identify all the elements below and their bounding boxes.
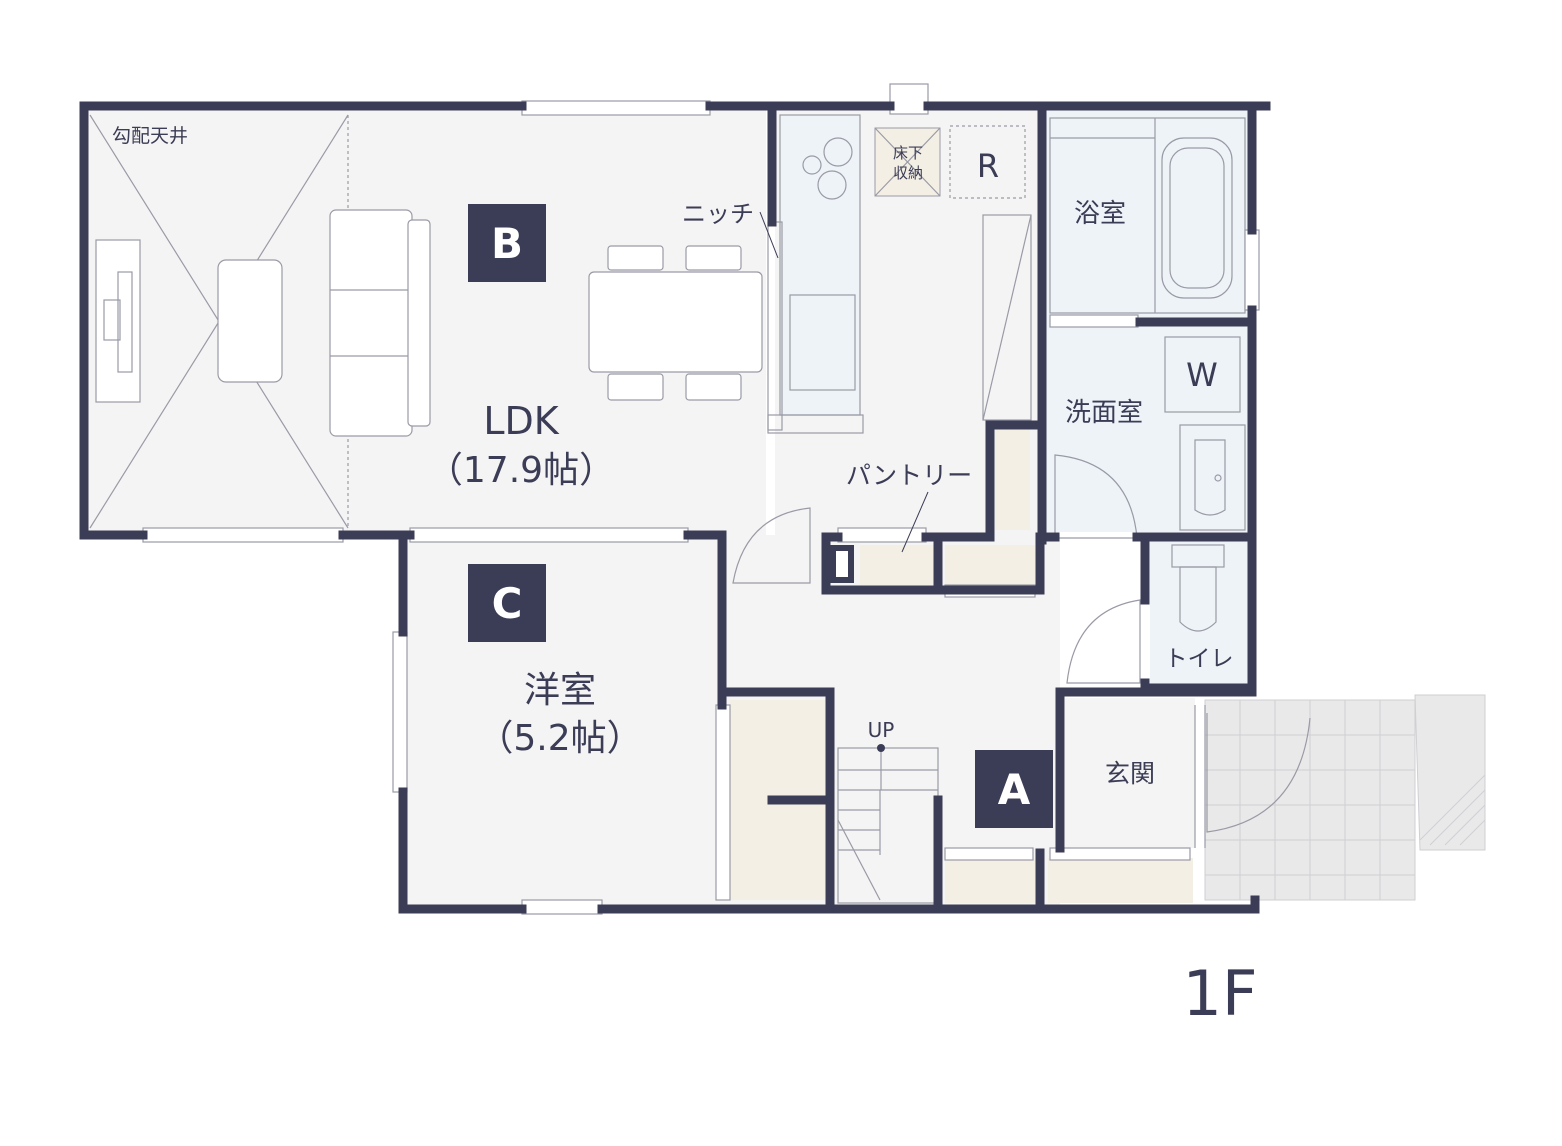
washroom-label: 洗面室 bbox=[1065, 398, 1143, 428]
washer-label: W bbox=[1186, 356, 1218, 394]
ldk-area: （17.9帖） bbox=[427, 450, 615, 491]
underfloor-label-1: 床下 bbox=[893, 144, 923, 162]
pipe-shaft bbox=[830, 545, 854, 583]
badge-c: C bbox=[468, 564, 546, 642]
floor-label: 1F bbox=[1182, 957, 1257, 1030]
entrance-label: 玄関 bbox=[1105, 759, 1155, 788]
bath-label: 浴室 bbox=[1074, 199, 1126, 229]
room-labels: 勾配天井 ニッチ LDK （17.9帖） パントリー 床下 収納 R 浴室 W … bbox=[112, 125, 1258, 1030]
badge-b: B bbox=[468, 204, 546, 282]
ldk-label: LDK bbox=[483, 399, 559, 443]
sloped-ceiling-label: 勾配天井 bbox=[112, 125, 188, 147]
badge-b-text: B bbox=[491, 219, 523, 268]
walls bbox=[79, 101, 1271, 914]
niche-label: ニッチ bbox=[682, 200, 754, 228]
fixtures bbox=[89, 83, 1311, 915]
badge-a-text: A bbox=[998, 765, 1031, 814]
western-room-area: （5.2帖） bbox=[477, 718, 642, 759]
toilet-label: トイレ bbox=[1165, 646, 1234, 672]
western-room-label: 洋室 bbox=[524, 670, 596, 711]
stairs-up-label: UP bbox=[868, 718, 895, 742]
porch bbox=[1204, 694, 1486, 901]
badge-c-text: C bbox=[492, 579, 523, 628]
floor-fills bbox=[86, 110, 1253, 907]
fridge-label: R bbox=[977, 147, 999, 185]
pantry-label: パントリー bbox=[846, 461, 972, 490]
underfloor-label-2: 収納 bbox=[893, 164, 923, 182]
badge-a: A bbox=[975, 750, 1053, 828]
